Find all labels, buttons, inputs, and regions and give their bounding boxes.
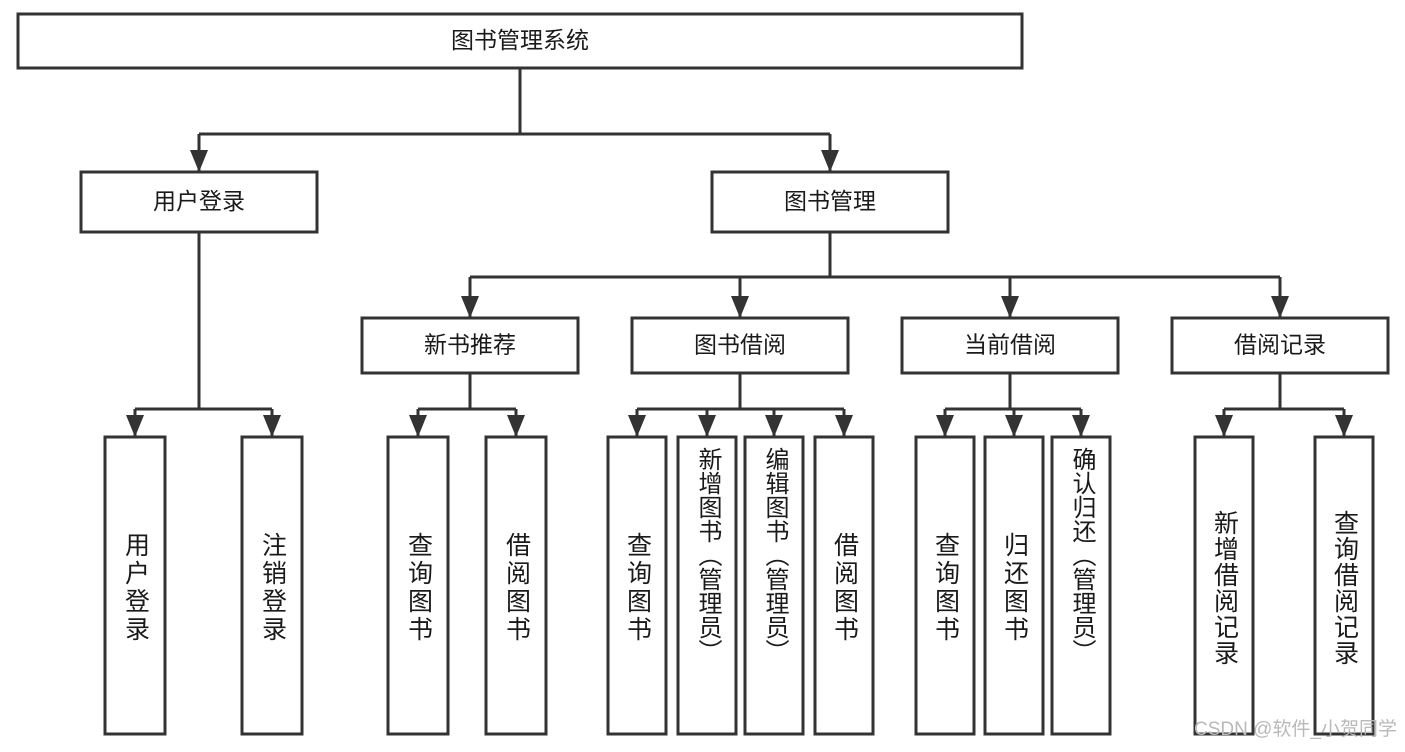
arrow-to-leaf-return-book bbox=[1005, 415, 1023, 437]
node-leaf-borrow-book-1[interactable] bbox=[484, 435, 548, 736]
arrow-to-current-borrow bbox=[1001, 296, 1019, 318]
node-user-login-rect[interactable] bbox=[79, 170, 319, 234]
arrow-to-new-book-recommend bbox=[461, 296, 479, 318]
node-leaf-confirm-return[interactable] bbox=[1050, 435, 1112, 736]
arrow-to-leaf-borrow-book-1 bbox=[507, 415, 525, 437]
node-leaf-edit-book[interactable] bbox=[743, 435, 805, 736]
arrow-to-book-manage bbox=[821, 150, 839, 172]
node-leaf-query-record[interactable] bbox=[1313, 435, 1375, 736]
node-book-borrow[interactable] bbox=[630, 316, 850, 375]
node-root[interactable] bbox=[16, 12, 1024, 70]
node-borrow-record-label: 借阅记录 bbox=[1234, 332, 1326, 358]
node-leaf-query-book-2[interactable] bbox=[606, 435, 668, 736]
node-leaf-query-book-1[interactable] bbox=[386, 435, 450, 736]
node-book-manage-label: 图书管理 bbox=[784, 188, 876, 214]
node-current-borrow-rect[interactable] bbox=[900, 316, 1120, 375]
node-leaf-borrow-book-2-rect[interactable] bbox=[813, 435, 875, 736]
node-leaf-query-book-3[interactable] bbox=[914, 435, 976, 736]
node-new-book-recommend-rect[interactable] bbox=[360, 316, 580, 375]
node-leaf-return-book-rect[interactable] bbox=[983, 435, 1045, 736]
node-leaf-edit-book-rect[interactable] bbox=[743, 435, 805, 736]
node-leaf-borrow-book-2[interactable] bbox=[813, 435, 875, 736]
arrow-to-leaf-add-book bbox=[698, 415, 716, 437]
node-leaf-query-book-1-rect[interactable] bbox=[386, 435, 450, 736]
node-root-label: 图书管理系统 bbox=[451, 27, 589, 53]
arrow-to-leaf-add-record bbox=[1215, 415, 1233, 437]
node-leaf-user-login[interactable] bbox=[103, 435, 167, 736]
node-leaf-user-login-rect[interactable] bbox=[103, 435, 167, 736]
node-leaf-query-book-3-rect[interactable] bbox=[914, 435, 976, 736]
node-root-rect[interactable] bbox=[16, 12, 1024, 70]
arrow-to-leaf-query-book-2 bbox=[628, 415, 646, 437]
arrow-to-leaf-confirm-return bbox=[1072, 415, 1090, 437]
arrow-to-leaf-edit-book bbox=[765, 415, 783, 437]
node-book-manage[interactable] bbox=[710, 170, 950, 234]
watermark-text: CSDN @软件_小贺同学 bbox=[1194, 719, 1397, 740]
node-leaf-logout-rect[interactable] bbox=[240, 435, 304, 736]
arrow-to-leaf-query-book-1 bbox=[409, 415, 427, 437]
node-book-borrow-rect[interactable] bbox=[630, 316, 850, 375]
node-leaf-add-book-rect[interactable] bbox=[676, 435, 738, 736]
node-current-borrow[interactable] bbox=[900, 316, 1120, 375]
node-new-book-recommend-label: 新书推荐 bbox=[424, 332, 516, 358]
arrow-to-leaf-borrow-book-2 bbox=[835, 415, 853, 437]
node-user-login[interactable] bbox=[79, 170, 319, 234]
node-leaf-confirm-return-rect[interactable] bbox=[1050, 435, 1112, 736]
node-leaf-add-record[interactable] bbox=[1193, 435, 1255, 736]
arrow-to-leaf-query-record bbox=[1335, 415, 1353, 437]
node-borrow-record-rect[interactable] bbox=[1170, 316, 1390, 375]
node-leaf-add-book[interactable] bbox=[676, 435, 738, 736]
arrow-to-leaf-user-login bbox=[126, 415, 144, 437]
node-leaf-return-book[interactable] bbox=[983, 435, 1045, 736]
arrow-to-leaf-query-book-3 bbox=[936, 415, 954, 437]
node-user-login-label: 用户登录 bbox=[153, 188, 245, 214]
node-leaf-add-record-rect[interactable] bbox=[1193, 435, 1255, 736]
arrow-to-leaf-logout bbox=[263, 415, 281, 437]
node-leaf-query-record-rect[interactable] bbox=[1313, 435, 1375, 736]
node-borrow-record[interactable] bbox=[1170, 316, 1390, 375]
arrow-to-user-login bbox=[190, 150, 208, 172]
node-current-borrow-label: 当前借阅 bbox=[964, 332, 1056, 358]
node-book-borrow-label: 图书借阅 bbox=[694, 332, 786, 358]
node-leaf-query-book-2-rect[interactable] bbox=[606, 435, 668, 736]
node-leaf-logout[interactable] bbox=[240, 435, 304, 736]
node-book-manage-rect[interactable] bbox=[710, 170, 950, 234]
connector-layer bbox=[126, 68, 1353, 437]
node-new-book-recommend[interactable] bbox=[360, 316, 580, 375]
node-leaf-borrow-book-1-rect[interactable] bbox=[484, 435, 548, 736]
arrow-to-book-borrow bbox=[731, 296, 749, 318]
arrow-to-borrow-record bbox=[1271, 296, 1289, 318]
